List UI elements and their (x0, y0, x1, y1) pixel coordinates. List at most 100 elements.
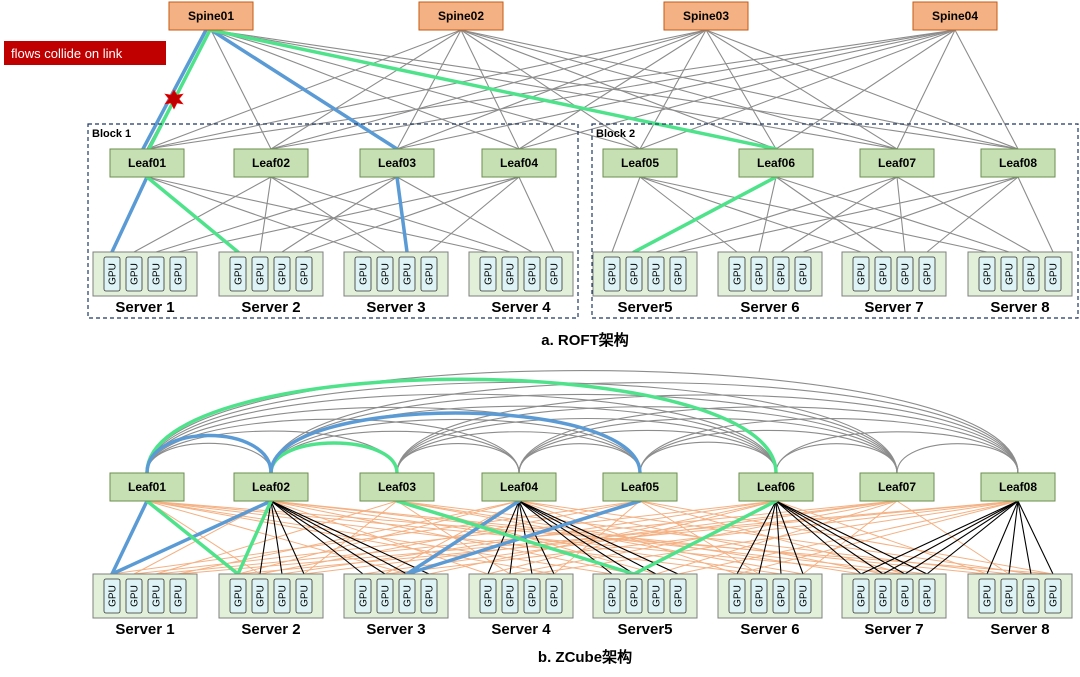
spine-node: Spine02 (418, 1, 504, 31)
gpu-slot: GPU (420, 578, 438, 614)
leaf-node-label: Leaf01 (128, 480, 166, 494)
spine-leaf-link (705, 29, 898, 150)
leaf-leaf-arc (518, 406, 1019, 474)
gpu-slot: GPU (603, 256, 621, 292)
direct-link (775, 500, 928, 575)
gpu-label: GPU (403, 263, 414, 285)
server-label: Server 1 (115, 299, 174, 316)
block-1-label: Block 1 (92, 128, 131, 140)
gpu-label: GPU (130, 263, 141, 285)
leaf-node: Leaf05 (602, 472, 678, 502)
leaf-node: Leaf06 (738, 472, 814, 502)
gpu-label: GPU (381, 263, 392, 285)
leaf-node-label: Leaf06 (757, 156, 795, 170)
leaf-gpu-link (677, 176, 1019, 253)
blue-flow-link (209, 28, 399, 151)
spine-leaf-link (396, 29, 956, 150)
block-2-label: Block 2 (596, 128, 635, 140)
gpu-slot: GPU (1000, 578, 1018, 614)
gpu-label: GPU (506, 263, 517, 285)
server-label: Server5 (617, 621, 672, 638)
direct-link (1008, 500, 1019, 575)
gpu-slot: GPU (251, 578, 269, 614)
gpu-label: GPU (901, 585, 912, 607)
gpu-label: GPU (1005, 585, 1016, 607)
gpu-slot: GPU (772, 256, 790, 292)
gpu-slot: GPU (398, 578, 416, 614)
green-flow-link (145, 175, 240, 254)
blue-flow-link (405, 499, 642, 576)
leaf-gpu-link (802, 176, 1019, 253)
server-label: Server 7 (864, 299, 923, 316)
leaf-leaf-arc (270, 382, 1019, 474)
gpu-slot: GPU (376, 256, 394, 292)
direct-link (487, 500, 520, 575)
leaf-leaf-arc (396, 406, 898, 474)
leaf-gpu-link (896, 176, 1032, 253)
spine-leaf-link (639, 29, 707, 150)
direct-link (270, 500, 408, 575)
green-flow-link (632, 175, 778, 254)
direct-link (775, 500, 862, 575)
gpu-slot: GPU (295, 578, 313, 614)
direct-link (775, 500, 884, 575)
gpu-slot: GPU (229, 256, 247, 292)
gpu-slot: GPU (772, 578, 790, 614)
gpu-label: GPU (550, 585, 561, 607)
gpu-slot: GPU (669, 578, 687, 614)
leaf-gpu-link (639, 176, 862, 253)
server-label: Server 3 (366, 299, 425, 316)
spine-node-label: Spine01 (188, 9, 234, 23)
gpu-slot: GPU (169, 256, 187, 292)
server-label: Server 6 (740, 299, 799, 316)
gpu-label: GPU (278, 585, 289, 607)
gpu-label: GPU (484, 585, 495, 607)
leaf-gpu-link (639, 176, 988, 253)
gpu-label: GPU (652, 263, 663, 285)
leaf-node: Leaf07 (859, 148, 935, 178)
server-label: Server 6 (740, 621, 799, 638)
block-1-frame (87, 123, 579, 319)
gpu-label: GPU (256, 263, 267, 285)
gpu-slot: GPU (625, 578, 643, 614)
gpu-label: GPU (256, 585, 267, 607)
leaf-leaf-arc (146, 369, 1019, 474)
gpu-label: GPU (857, 585, 868, 607)
spine-node-label: Spine02 (438, 9, 484, 23)
direct-link (926, 500, 1019, 575)
gpu-slot: GPU (918, 256, 936, 292)
direct-link (270, 500, 386, 575)
leaf-gpu-link (655, 176, 898, 253)
leaf-gpu-link (259, 176, 272, 253)
spine-leaf-link (146, 29, 956, 150)
leaf-leaf-arc (639, 418, 1019, 474)
gpu-slot: GPU (354, 256, 372, 292)
leaf-gpu-link (775, 176, 884, 253)
leaf-node: Leaf06 (738, 148, 814, 178)
gpu-label: GPU (130, 585, 141, 607)
server-label: Server 8 (990, 621, 1049, 638)
gpu-slot: GPU (169, 578, 187, 614)
leaf-node-label: Leaf08 (999, 480, 1037, 494)
leaf-gpu-link (303, 176, 520, 253)
gpu-slot: GPU (523, 578, 541, 614)
green-flow-arc (269, 441, 399, 475)
direct-link (1017, 500, 1032, 575)
cross-link (133, 500, 777, 575)
gpu-slot: GPU (1022, 578, 1040, 614)
gpu-label: GPU (425, 263, 436, 285)
leaf-gpu-link (611, 176, 641, 253)
green-flow-link (632, 499, 778, 576)
gpu-slot: GPU (545, 256, 563, 292)
gpu-slot: GPU (147, 578, 165, 614)
spine-node: Spine04 (912, 1, 998, 31)
spine-leaf-link (518, 29, 956, 150)
